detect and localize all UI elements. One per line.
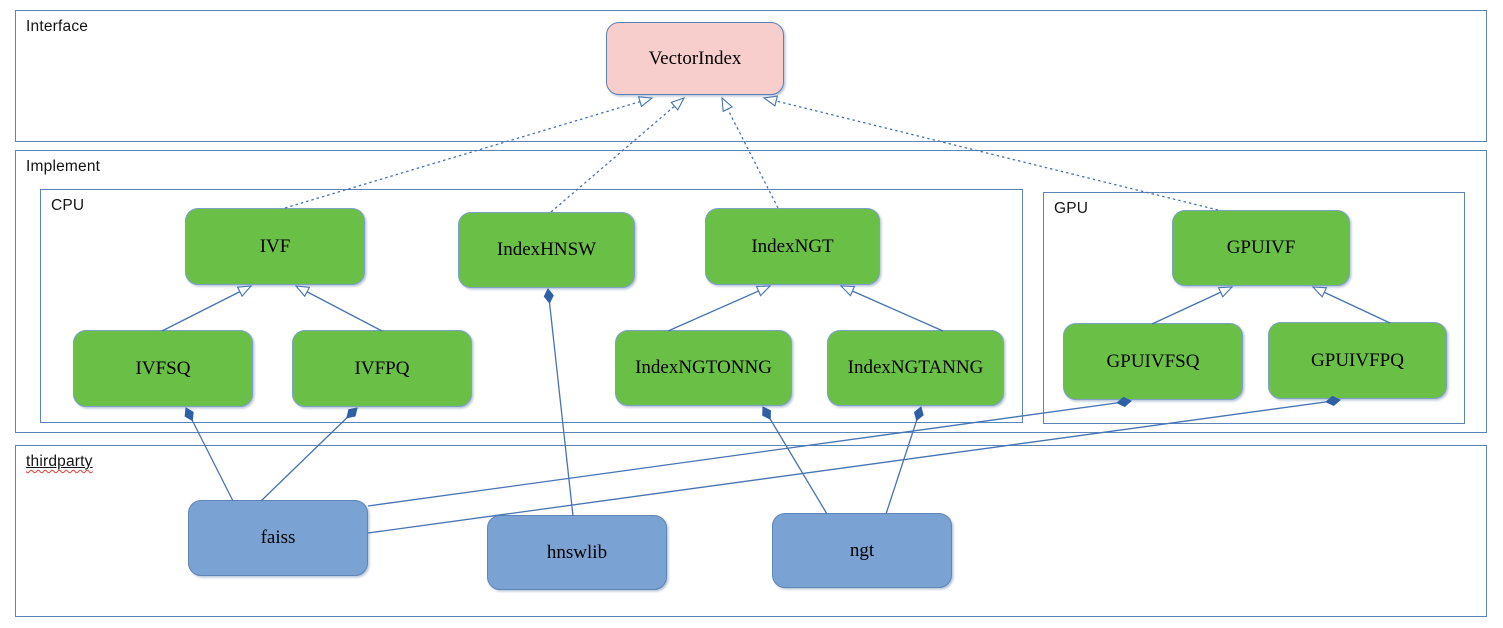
node-indexngtonng: IndexNGTONNG — [615, 330, 792, 406]
node-gpuivfsq: GPUIVFSQ — [1063, 323, 1243, 400]
node-gpuivfpq-label: GPUIVFPQ — [1311, 349, 1404, 371]
node-ivf: IVF — [185, 208, 365, 285]
node-ivfpq: IVFPQ — [292, 330, 472, 407]
node-gpuivf: GPUIVF — [1172, 210, 1350, 286]
node-faiss: faiss — [188, 500, 368, 576]
node-hnswlib-label: hnswlib — [546, 541, 608, 563]
node-ivfsq: IVFSQ — [73, 330, 253, 407]
node-vectorindex-label: VectorIndex — [648, 47, 742, 69]
node-ivfsq-label: IVFSQ — [135, 357, 191, 379]
node-faiss-label: faiss — [260, 527, 296, 548]
node-gpuivfpq: GPUIVFPQ — [1268, 322, 1447, 399]
container-gpu-label: GPU — [1054, 200, 1089, 217]
node-ngt-label: ngt — [849, 539, 875, 561]
node-indexhnsw-label: IndexHNSW — [496, 239, 597, 260]
node-indexngtanng: IndexNGTANNG — [827, 330, 1004, 406]
container-thirdparty-label: thirdparty — [26, 453, 93, 471]
node-hnswlib: hnswlib — [487, 515, 667, 590]
container-implement-label: Implement — [26, 158, 101, 175]
node-indexngtanng-label: IndexNGTANNG — [847, 357, 984, 378]
container-cpu-label: CPU — [51, 197, 85, 214]
container-interface-label: Interface — [26, 18, 89, 35]
node-vectorindex: VectorIndex — [606, 22, 784, 95]
node-indexngt: IndexNGT — [705, 208, 880, 285]
node-gpuivfsq-label: GPUIVFSQ — [1106, 350, 1200, 372]
node-indexngt-label: IndexNGT — [751, 235, 834, 257]
thirdparty-misspelled-text: thirdparty — [26, 453, 93, 470]
node-ivf-label: IVF — [259, 235, 291, 257]
node-indexhnsw: IndexHNSW — [458, 212, 635, 288]
node-ivfpq-label: IVFPQ — [354, 357, 410, 379]
node-ngt: ngt — [772, 513, 952, 588]
node-gpuivf-label: GPUIVF — [1226, 237, 1296, 258]
node-indexngtonng-label: IndexNGTONNG — [635, 357, 772, 378]
